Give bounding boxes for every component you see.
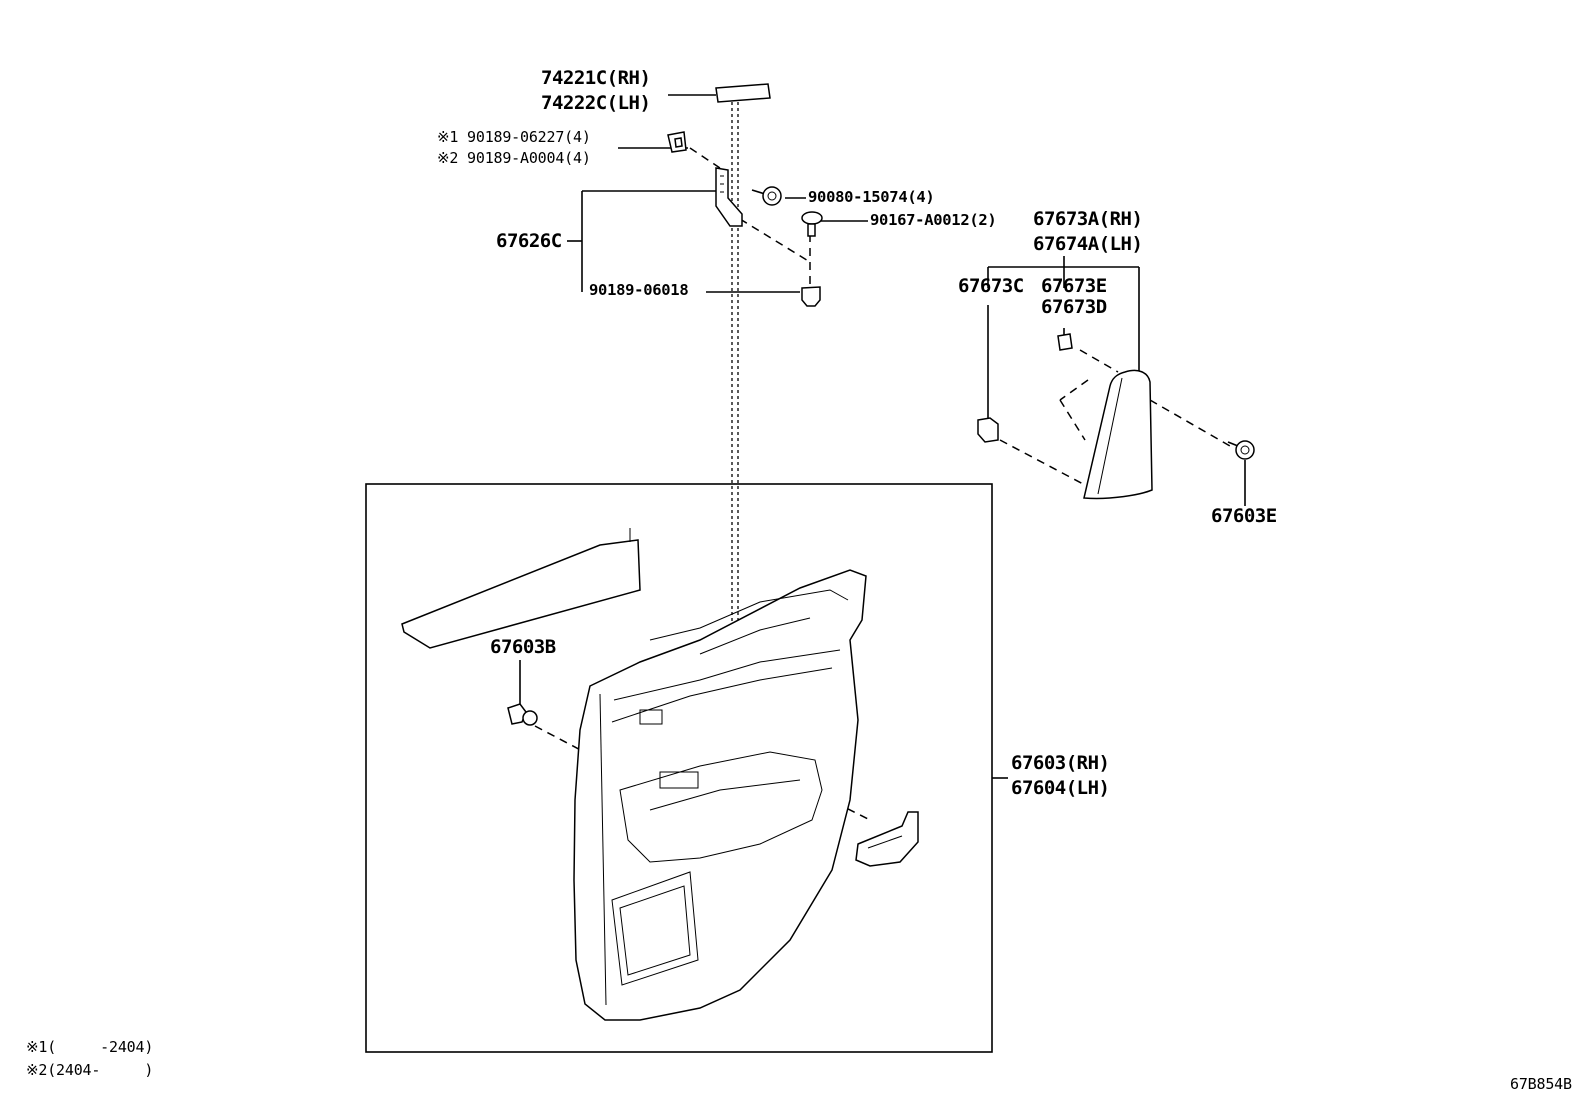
label-67673d: 67673D [1041, 296, 1107, 318]
label-67673a: 67673A(RH) [1033, 208, 1143, 230]
diagram-id: 67B854B [1510, 1075, 1572, 1093]
screw-90167-a0012 [801, 211, 823, 237]
label-67673e: 67673E [1041, 275, 1107, 297]
footnote-2: ※2(2404- ) [26, 1061, 154, 1079]
label-90189-06227: ※1 90189-06227(4) [437, 128, 591, 146]
armrest-bracket [855, 811, 919, 867]
door-trim-panel [573, 569, 867, 1021]
label-90167-a0012: 90167-A0012(2) [870, 211, 997, 229]
label-90189-06018: 90189-06018 [589, 281, 689, 299]
clip-67673d [1057, 333, 1073, 351]
armrest-cover [1083, 369, 1153, 500]
label-67604: 67604(LH) [1011, 777, 1110, 799]
bracket-67626c [715, 167, 743, 227]
clip-67603b [507, 703, 538, 726]
clip-67673c [977, 417, 999, 443]
screw-90080-15074 [751, 186, 782, 206]
clip-90189-06018 [801, 286, 821, 307]
label-67603b: 67603B [490, 636, 556, 658]
label-67603e: 67603E [1211, 505, 1277, 527]
assembly-frame [365, 483, 993, 1053]
label-67603: 67603(RH) [1011, 752, 1110, 774]
label-74222c: 74222C(LH) [541, 92, 651, 114]
label-74221c: 74221C(RH) [541, 67, 651, 89]
leader-lines [519, 94, 1246, 779]
garnish-pad [715, 83, 771, 103]
label-67674a: 67674A(LH) [1033, 233, 1143, 255]
label-90080-15074: 90080-15074(4) [808, 188, 935, 206]
label-67626c: 67626C [496, 230, 562, 252]
label-90189-a0004: ※2 90189-A0004(4) [437, 149, 591, 167]
footnote-1: ※1( -2404) [26, 1038, 154, 1056]
screw-67603e [1227, 440, 1255, 460]
label-67673c: 67673C [958, 275, 1024, 297]
clip-90189-06227 [667, 131, 687, 153]
upper-trim-strip [401, 539, 641, 649]
